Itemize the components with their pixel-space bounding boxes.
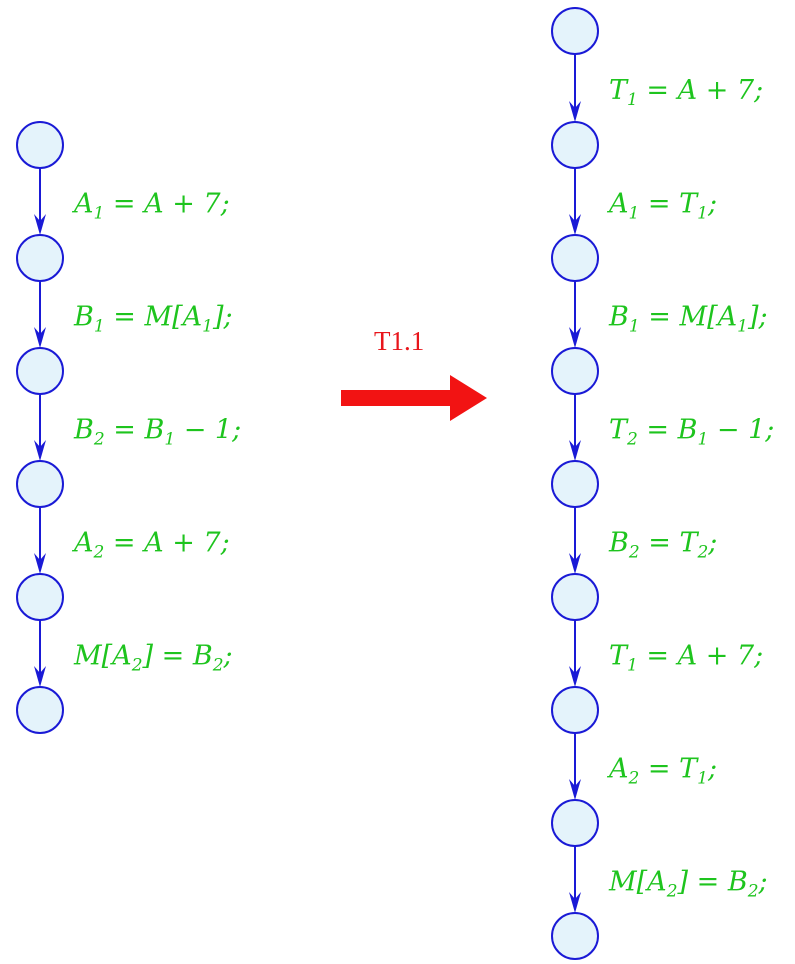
transformation-label: T1.1 (374, 326, 424, 356)
left-edge-arrowhead-2 (34, 327, 46, 348)
transformation-arrow-shape (341, 375, 487, 421)
right-edge-arrowhead-1 (569, 101, 581, 122)
left-node-3 (16, 347, 64, 395)
left-node-1 (16, 121, 64, 169)
right-statement-8: M[A2] = B2; (608, 867, 768, 902)
right-statement-2: A1 = T1; (606, 189, 717, 224)
right-node-5 (551, 460, 599, 508)
left-edge-arrowhead-3 (34, 440, 46, 461)
right-node-1 (551, 7, 599, 55)
right-node-2 (551, 121, 599, 169)
left-node-5 (16, 573, 64, 621)
left-statement-1: A1 = A + 7; (71, 189, 230, 224)
right-edge-arrowhead-2 (569, 214, 581, 235)
left-node-2 (16, 234, 64, 282)
right-statement-5: B2 = T2; (608, 528, 717, 563)
right-node-7 (551, 686, 599, 734)
left-statement-5: M[A2] = B2; (73, 641, 233, 676)
right-node-6 (551, 573, 599, 621)
left-statement-4: A2 = A + 7; (71, 528, 230, 563)
left-edge-arrowhead-5 (34, 666, 46, 687)
right-statement-6: T1 = A + 7; (609, 641, 763, 676)
right-node-9 (551, 912, 599, 960)
right-edge-arrowhead-3 (569, 327, 581, 348)
left-edge-arrowhead-1 (34, 214, 46, 235)
left-control-flow-graph: A1 = A + 7; B1 = M[A1]; B2 = B1 − 1; A2 = A… (16, 121, 241, 734)
right-edge-arrowhead-7 (569, 779, 581, 800)
right-node-3 (551, 234, 599, 282)
right-control-flow-graph: T1 = A + 7; A1 = T1; B1 = M[A1]; T2 = B1 − … (551, 7, 774, 960)
right-edge-arrowhead-5 (569, 553, 581, 574)
left-statement-2: B1 = M[A1]; (73, 302, 233, 337)
left-node-4 (16, 460, 64, 508)
right-node-8 (551, 799, 599, 847)
right-statement-7: A2 = T1; (606, 754, 717, 789)
right-statement-3: B1 = M[A1]; (608, 302, 768, 337)
transformation-arrow (341, 375, 487, 421)
right-edge-arrowhead-8 (569, 892, 581, 913)
left-edge-arrowhead-4 (34, 553, 46, 574)
right-node-4 (551, 347, 599, 395)
right-statement-1: T1 = A + 7; (609, 75, 763, 110)
right-edge-arrowhead-6 (569, 666, 581, 687)
left-statement-3: B2 = B1 − 1; (73, 415, 241, 450)
left-node-6 (16, 686, 64, 734)
right-edge-arrowhead-4 (569, 440, 581, 461)
right-statement-4: T2 = B1 − 1; (609, 415, 774, 450)
